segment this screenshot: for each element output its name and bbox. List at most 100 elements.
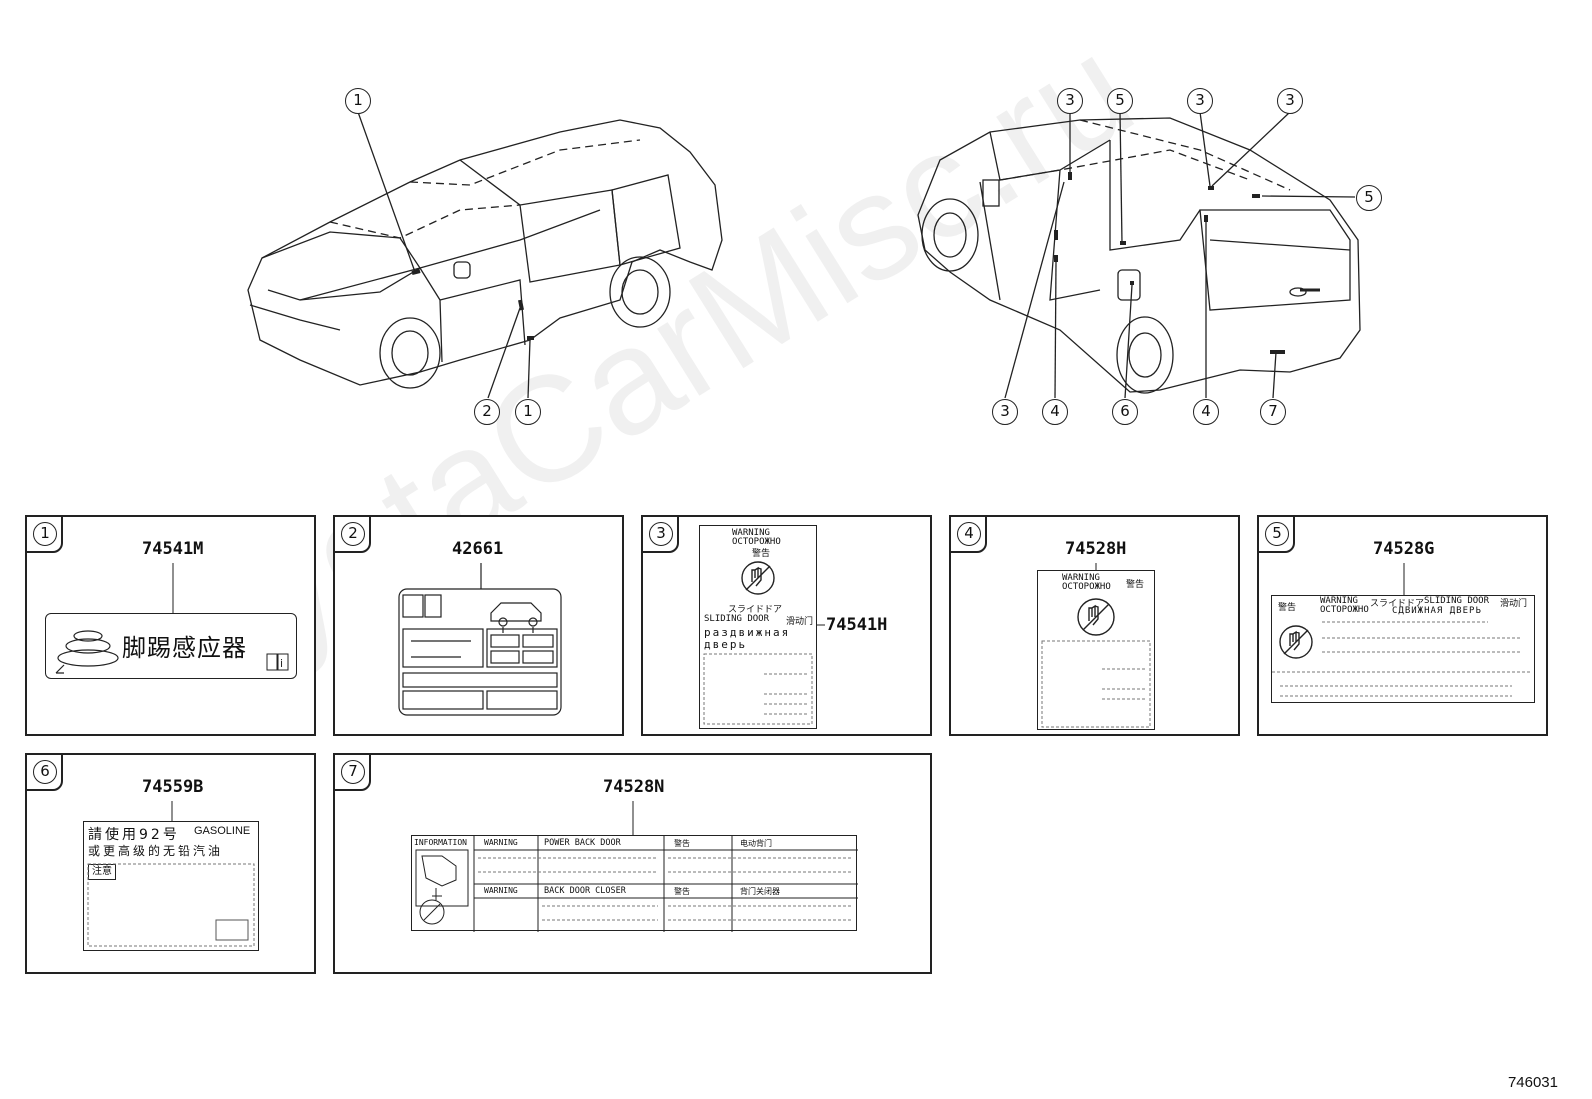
label-panel-2: 2 42661	[333, 515, 624, 736]
label-panel-6: 6 74559B 請使用92号 GASOLINE 或更高级的无铅汽油 注意	[25, 753, 316, 974]
part-number: 74528G	[1373, 539, 1435, 559]
label-panel-4: 4 74528H WARNING ОСТОРОЖНО 警告	[949, 515, 1240, 736]
label-grid	[415, 836, 858, 932]
rear-view-vehicle	[917, 111, 1361, 399]
sliding-door-text: SLIDING DOOR	[1424, 596, 1490, 606]
sliding-door-cn: 滑动门	[786, 617, 814, 627]
panel-index: 2	[341, 522, 365, 546]
manual-info-icon: i	[266, 653, 289, 671]
warning-text-cn: 警告	[1126, 580, 1145, 590]
fuel-label: 請使用92号 GASOLINE 或更高级的无铅汽油 注意	[83, 821, 259, 951]
panel-index: 5	[1265, 522, 1289, 546]
part-number: 74528N	[603, 777, 665, 797]
warning-text-ru: ОСТОРОЖНО	[1320, 605, 1369, 615]
warning-text-cn: 警告	[1278, 603, 1297, 613]
hand-pinch-icon	[1077, 598, 1115, 636]
warning-label: WARNING ОСТОРОЖНО 警告	[1037, 570, 1155, 730]
warning-text: WARNING	[732, 528, 770, 538]
part-number: 74559B	[142, 777, 204, 797]
leader-line	[172, 563, 174, 613]
callout-3-rear-top-b: 3	[1187, 88, 1213, 114]
panel-index: 6	[33, 760, 57, 784]
power-back-door-cn: 电动背门	[740, 839, 772, 848]
sliding-door-cn: 滑动门	[1500, 599, 1528, 609]
sliding-door-warning-label: WARNING ОСТОРОЖНО 警告 スライドドア SLIDING DOOR…	[699, 525, 817, 729]
panel-index-tag: 4	[949, 515, 987, 553]
panel-index-tag: 3	[641, 515, 679, 553]
label-panel-5: 5 74528G 警告 WARNING ОСТОРОЖНО スライドドア SLI…	[1257, 515, 1548, 736]
hand-pinch-icon	[1279, 625, 1313, 659]
callout-4-rear-bottom-a: 4	[1042, 399, 1068, 425]
panel-index-tag: 2	[333, 515, 371, 553]
front-view-vehicle	[247, 111, 723, 399]
callout-1-front-top: 1	[345, 88, 371, 114]
kick-sensor-icon	[55, 630, 119, 674]
warning-1-cn: 警告	[674, 839, 690, 848]
leader-line	[632, 801, 634, 835]
part-number: 74541M	[142, 539, 204, 559]
fine-print	[703, 653, 813, 725]
panel-index-tag: 1	[25, 515, 63, 553]
back-door-closer-cn: 背门关闭器	[740, 887, 780, 896]
diagram-number: 746031	[1507, 1074, 1558, 1091]
callout-2-front: 2	[474, 399, 500, 425]
leader-line	[817, 624, 825, 626]
warning-2-text: WARNING	[484, 886, 518, 895]
sliding-door-text: SLIDING DOOR	[704, 614, 770, 624]
power-back-door-label: INFORMATION WARNING POWER BACK DOOR 警告 电…	[411, 835, 858, 932]
label-panel-7: 7 74528N INFORMATION WARNING POWER BACK …	[333, 753, 932, 974]
panel-index: 7	[341, 760, 365, 784]
callout-1-front-bottom: 1	[515, 399, 541, 425]
fuel-label-line-2: 或更高级的无铅汽油	[88, 844, 224, 858]
callout-5-rear-top: 5	[1107, 88, 1133, 114]
callout-3-rear-top-c: 3	[1277, 88, 1303, 114]
panel-index: 4	[957, 522, 981, 546]
label-panel-1: 1 74541M 脚踢感应器 i	[25, 515, 316, 736]
warning-text-cn: 警告	[752, 549, 771, 559]
panel-index-tag: 5	[1257, 515, 1295, 553]
tire-pressure-label-drawing	[398, 563, 562, 716]
vehicle-diagrams	[247, 111, 1361, 399]
slide-door-jp: スライドドア	[1370, 599, 1425, 609]
kick-sensor-label: 脚踢感应器 i	[45, 613, 297, 679]
callout-7-rear-bottom: 7	[1260, 399, 1286, 425]
warning-text: WARNING	[1320, 596, 1358, 606]
leader-line	[1403, 563, 1405, 597]
warning-text-ru: ОСТОРОЖНО	[1062, 582, 1111, 592]
fine-print	[1041, 640, 1151, 728]
slide-door-jp: スライドドア	[728, 605, 783, 615]
sliding-door-ru-1: раздвижная	[704, 626, 791, 639]
callout-5-rear-right: 5	[1356, 185, 1382, 211]
power-back-door-text: POWER BACK DOOR	[544, 838, 621, 848]
svg-text:i: i	[280, 657, 283, 670]
warning-text-ru: ОСТОРОЖНО	[732, 537, 781, 547]
warning-text: WARNING	[1062, 573, 1100, 583]
caution-tag: 注意	[88, 864, 116, 880]
fuel-label-gasoline: GASOLINE	[194, 825, 251, 837]
warning-2-cn: 警告	[674, 887, 690, 896]
panel-index-tag: 6	[25, 753, 63, 791]
part-number: 74528H	[1065, 539, 1127, 559]
sliding-door-warning-label: 警告 WARNING ОСТОРОЖНО スライドドア SLIDING DOOR…	[1271, 595, 1535, 703]
callout-6-rear-bottom: 6	[1112, 399, 1138, 425]
callout-3-rear-bottom: 3	[992, 399, 1018, 425]
part-number: 42661	[452, 539, 504, 559]
hand-pinch-icon	[741, 561, 775, 595]
part-number: 74541H	[826, 615, 888, 635]
sliding-door-ru: СДВИЖНАЯ ДВЕРЬ	[1392, 606, 1482, 616]
kick-sensor-text: 脚踢感应器	[122, 634, 247, 662]
panel-index: 1	[33, 522, 57, 546]
fine-print	[478, 857, 852, 921]
fuel-label-line-1: 請使用92号	[88, 827, 180, 843]
sliding-door-ru-2: дверь	[704, 638, 748, 651]
leader-line	[171, 801, 173, 821]
panel-index-tag: 7	[333, 753, 371, 791]
information-text: INFORMATION	[414, 838, 467, 847]
label-panel-3: 3 74541H WARNING ОСТОРОЖНО 警告 スライドドア SLI…	[641, 515, 932, 736]
callout-4-rear-bottom-b: 4	[1193, 399, 1219, 425]
fine-print	[1272, 621, 1532, 697]
fine-print	[87, 863, 255, 947]
back-door-closer-text: BACK DOOR CLOSER	[544, 886, 626, 896]
callout-3-rear-top-a: 3	[1057, 88, 1083, 114]
panel-index: 3	[649, 522, 673, 546]
